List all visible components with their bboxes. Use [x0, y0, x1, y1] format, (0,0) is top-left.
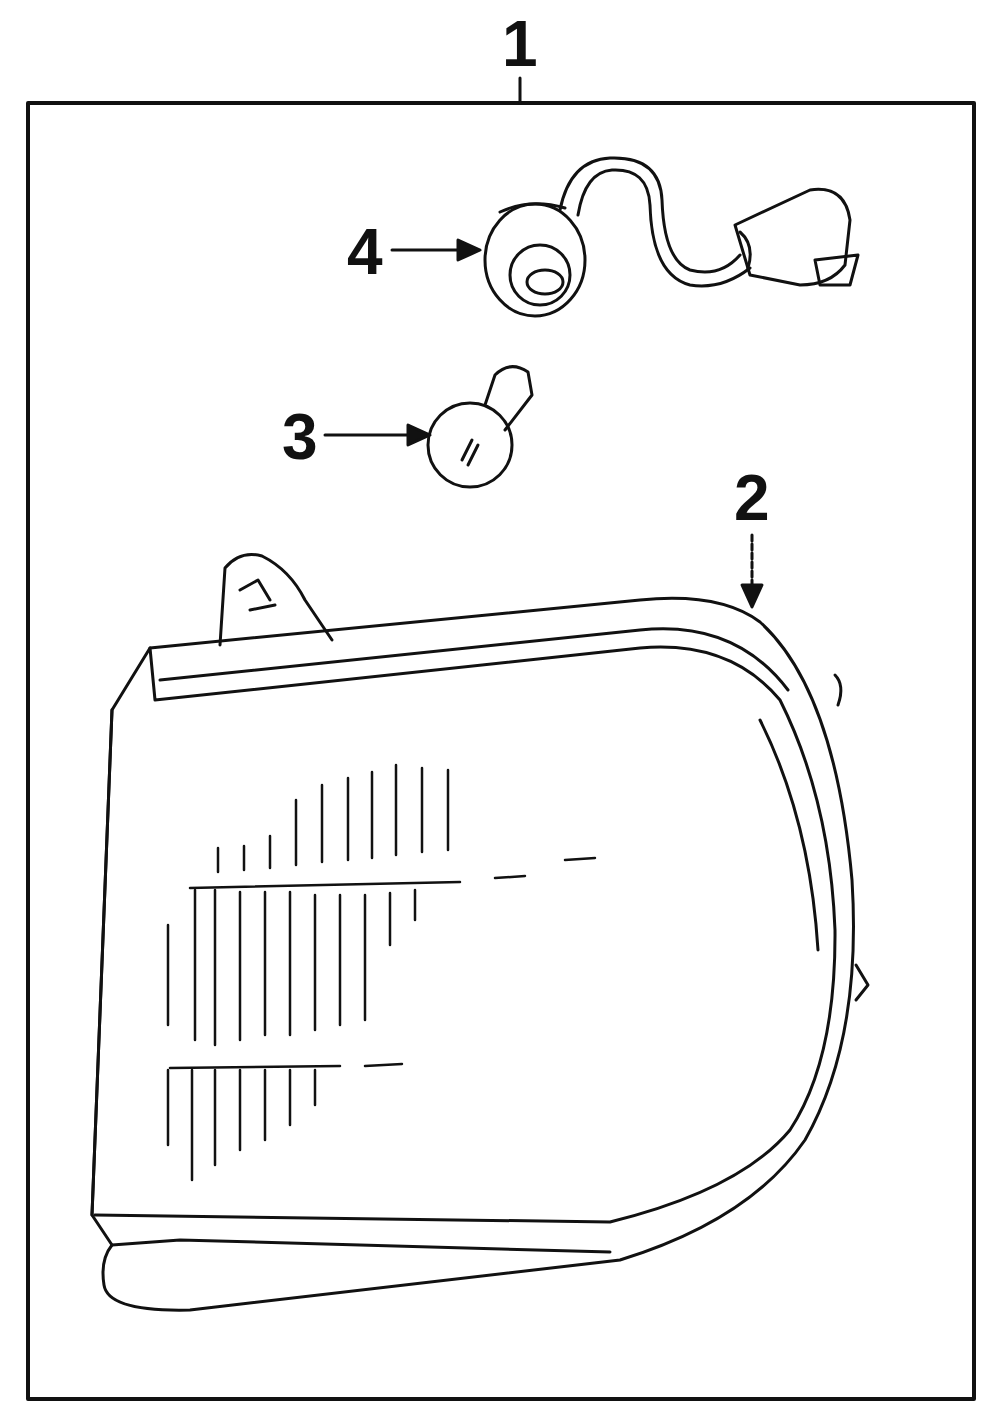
callout-number: 3 [282, 405, 318, 469]
leader-line [519, 78, 522, 103]
bulb-socket [485, 158, 858, 316]
lens-ribs [168, 765, 595, 1180]
lamp-housing [92, 555, 868, 1311]
arrowhead [742, 585, 762, 607]
callout-number: 4 [347, 220, 383, 284]
assembly-frame [28, 103, 974, 1399]
arrowhead [408, 425, 430, 445]
arrowhead [458, 240, 480, 260]
callout-number: 2 [734, 466, 770, 530]
callout-number: 1 [502, 12, 538, 76]
bulb [428, 367, 532, 487]
